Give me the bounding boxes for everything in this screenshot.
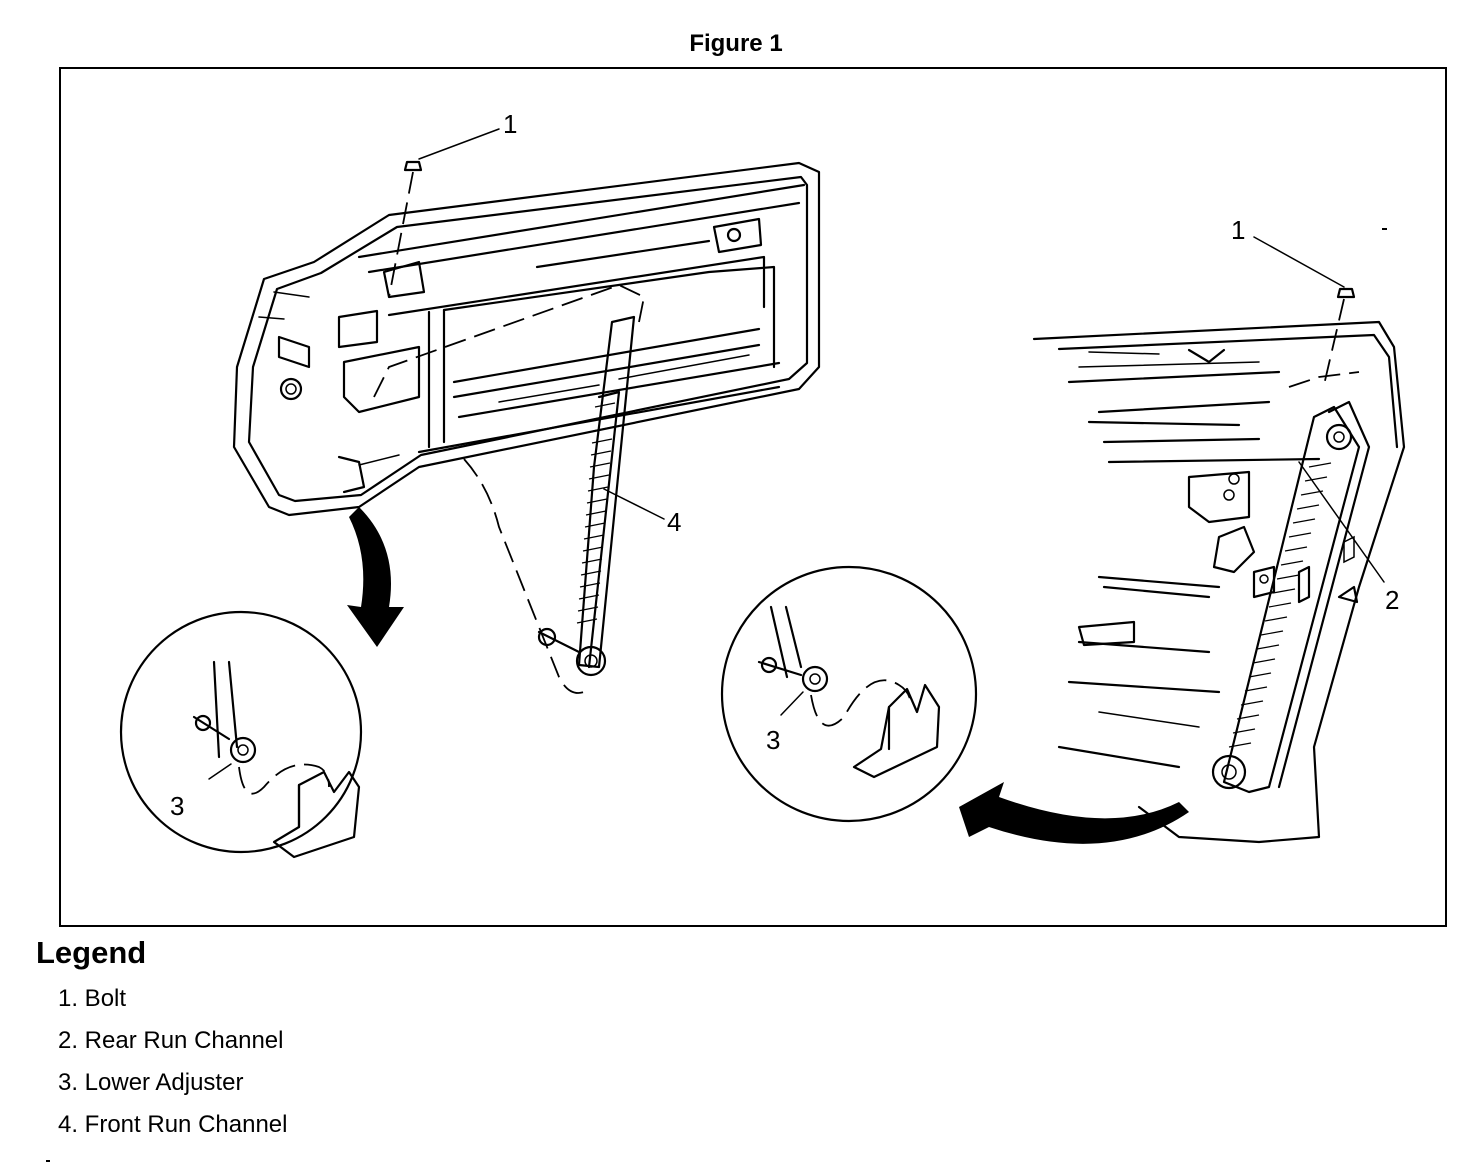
legend-item-rear-run-channel: 2. Rear Run Channel bbox=[58, 1027, 284, 1054]
scan-speck bbox=[46, 1160, 50, 1162]
right-door-illustration bbox=[1032, 287, 1406, 844]
legend-item-front-run-channel: 4. Front Run Channel bbox=[58, 1111, 288, 1138]
legend-heading: Legend bbox=[36, 935, 147, 970]
callout-front-run-channel: 4 bbox=[667, 507, 681, 537]
left-door-illustration bbox=[232, 160, 821, 694]
legend-list: 1. Bolt 2. Rear Run Channel 3. Lower Adj… bbox=[58, 984, 287, 1152]
callout-bolt-left: 1 bbox=[503, 109, 517, 139]
callout-bolt-right: 1 bbox=[1231, 215, 1245, 245]
callout-rear-run-channel: 2 bbox=[1385, 585, 1399, 615]
figure-title: Figure 1 bbox=[689, 30, 783, 57]
callout-lower-adjuster-left: 3 bbox=[170, 791, 184, 821]
legend-item-bolt: 1. Bolt bbox=[58, 985, 127, 1012]
scan-speck bbox=[1382, 228, 1387, 230]
leader-lines bbox=[418, 128, 1385, 583]
left-detail-circle bbox=[119, 610, 363, 859]
door-window-channel-diagram: 1 1 4 2 3 3 bbox=[119, 109, 1406, 859]
right-curved-arrow-icon bbox=[959, 782, 1189, 844]
callout-lower-adjuster-right: 3 bbox=[766, 725, 780, 755]
figure-frame bbox=[59, 67, 1447, 927]
legend-item-lower-adjuster: 3. Lower Adjuster bbox=[58, 1069, 244, 1096]
left-curved-arrow-icon bbox=[347, 507, 404, 647]
right-detail-circle bbox=[720, 565, 978, 823]
